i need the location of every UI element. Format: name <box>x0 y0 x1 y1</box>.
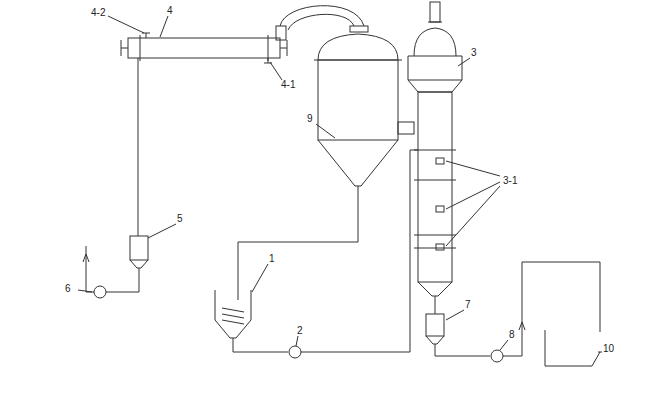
callout-number: 10 <box>602 344 615 354</box>
callout-number: 4-2 <box>90 8 106 18</box>
callout-number: 4 <box>166 6 174 16</box>
callout-number: 9 <box>306 114 314 124</box>
callout-number: 2 <box>296 326 304 336</box>
callout-number: 6 <box>64 284 72 294</box>
callout-number: 5 <box>176 214 184 224</box>
callout-number: 1 <box>268 254 276 264</box>
callout-number: 3 <box>470 48 478 58</box>
callout-number: 7 <box>464 300 472 310</box>
callout-number: 8 <box>508 330 516 340</box>
callout-number: 3-1 <box>502 176 518 186</box>
callout-number: 4-1 <box>280 80 296 90</box>
